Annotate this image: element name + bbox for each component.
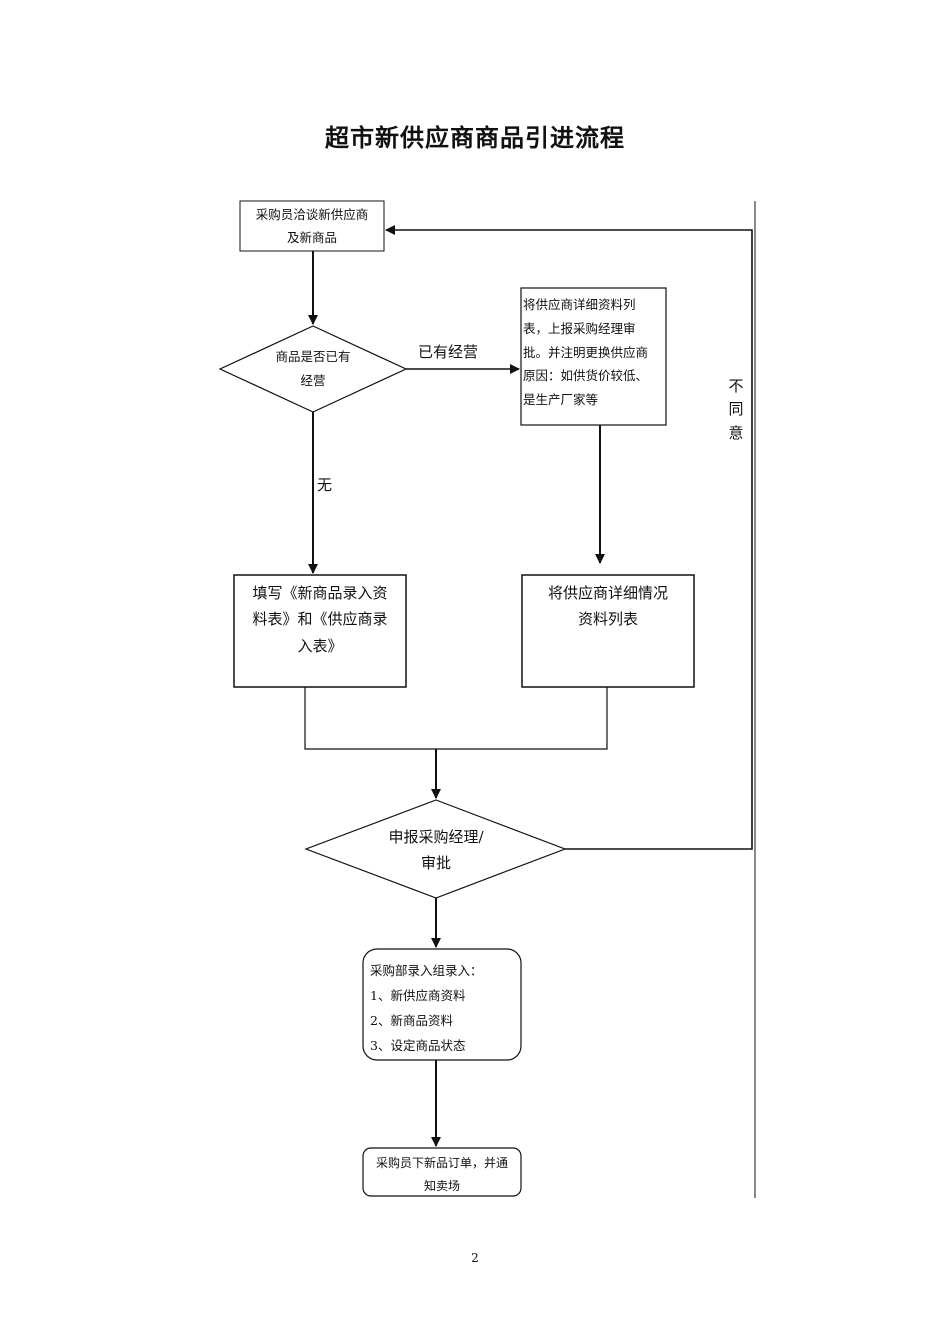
- list-report-text: 将供应商详细资料列 表，上报采购经理审 批。并注明更换供应商 原因：如供货价较低…: [523, 297, 649, 407]
- decision-existing-text: 商品是否已有经营: [275, 349, 351, 388]
- fill-forms-box: [233, 574, 407, 688]
- page-number: 2: [471, 1251, 479, 1265]
- order-text: 采购员下新品订单，并通知卖场: [375, 1156, 508, 1193]
- disagree-loop-line: [385, 225, 753, 850]
- order-box: [362, 1147, 522, 1197]
- list-details-box: [521, 574, 695, 688]
- decision-manager-text: 申报采购经理/审批: [388, 827, 484, 872]
- fill-forms-text: 填写《新商品录入资 料表》和《供应商录 入表》: [252, 584, 388, 655]
- list-report-box: [520, 287, 667, 426]
- page-title: 超市新供应商商品引进流程: [325, 124, 625, 152]
- entry-group-box: [362, 948, 522, 1061]
- start-node-text: 采购员洽谈新供应商及新商品: [255, 206, 369, 245]
- edge-label-existing: 已有经营: [418, 343, 479, 361]
- list-details-text: 将供应商详细情况 资料列表: [547, 584, 668, 629]
- edge-label-none: 无: [317, 476, 333, 494]
- entry-group-text: 采购部录入组录入： 1、新供应商资料 2、新商品资料 3、设定商品状态: [370, 963, 483, 1053]
- merge-connector: [304, 687, 608, 750]
- edge-label-disagree: 不 同 意: [728, 377, 744, 442]
